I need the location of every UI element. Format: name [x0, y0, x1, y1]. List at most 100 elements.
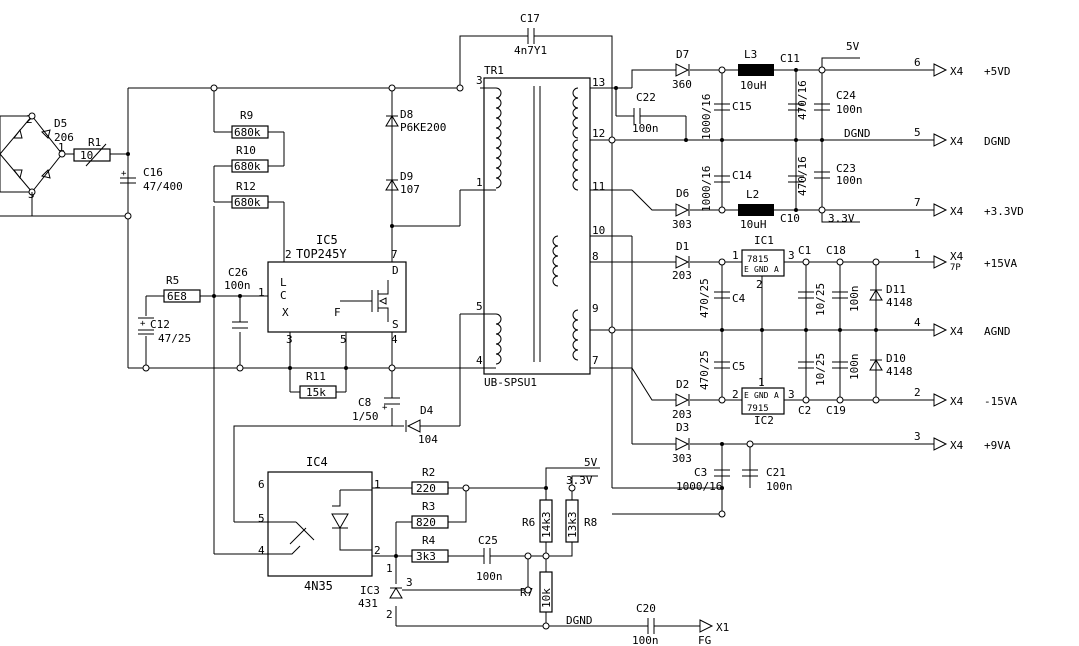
svg-text:X4: X4: [950, 325, 964, 338]
ic3-value: 431: [358, 597, 378, 610]
svg-text:+15VA: +15VA: [984, 257, 1017, 270]
tr1-pin-13: 13: [592, 76, 605, 89]
c19-value: 100n: [848, 354, 861, 381]
tr1-pin-4: 4: [476, 354, 483, 367]
c4-label: C4: [732, 292, 746, 305]
secondary-diodes: D7 360 D6 303 D1 203 D2 203 D3 303: [672, 48, 692, 465]
c8-label: C8: [358, 396, 371, 409]
ic5-wiring: [145, 88, 480, 427]
c11-value: 470/16: [796, 80, 809, 120]
d8-value: P6KE200: [400, 121, 446, 134]
r7-value: 10k: [540, 588, 553, 608]
d5-pin-2: 2: [26, 113, 33, 126]
d5-label: D5: [54, 117, 67, 130]
c24-label: C24: [836, 89, 856, 102]
r12-value: 680k: [234, 196, 261, 209]
svg-text:X4: X4: [950, 395, 964, 408]
tr1-pin-9: 9: [592, 302, 599, 315]
c15-value: 1000/16: [700, 94, 713, 140]
r4-value: 3k3: [416, 550, 436, 563]
d9-value: 107: [400, 183, 420, 196]
svg-text:X4: X4: [950, 205, 964, 218]
r1-label: R1: [88, 136, 101, 149]
svg-text:E: E: [744, 391, 749, 400]
svg-text:3: 3: [914, 430, 921, 443]
output-9va: 3X4+9VA: [914, 430, 1011, 452]
c14-value: 1000/16: [700, 166, 713, 212]
transformer-tr1: 3 1 5 4 13 12 11 10 8 9 7 TR1 UB-SPSU1: [476, 64, 605, 389]
r5-value: 6E8: [167, 290, 187, 303]
svg-text:GND: GND: [754, 265, 769, 274]
svg-text:1: 1: [758, 376, 765, 389]
svg-text:+: +: [382, 403, 388, 413]
c26-label: C26: [228, 266, 248, 279]
tr1-pin-3: 3: [476, 74, 483, 87]
svg-text:GND: GND: [754, 391, 769, 400]
resistor-r1: R1 10: [73, 136, 111, 167]
d2-value: 203: [672, 408, 692, 421]
ic5-label: IC5: [316, 233, 338, 247]
svg-text:2: 2: [285, 248, 292, 261]
svg-text:C: C: [280, 289, 287, 302]
c3-value: 1000/16: [676, 480, 722, 493]
svg-text:2: 2: [756, 278, 763, 291]
c24-value: 100n: [836, 103, 863, 116]
net-3v3-fb: 3.3V: [566, 474, 593, 487]
d3-value: 303: [672, 452, 692, 465]
svg-text:5: 5: [258, 512, 265, 525]
svg-text:6: 6: [914, 56, 921, 69]
d1-value: 203: [672, 269, 692, 282]
l2-value: 10uH: [740, 218, 767, 231]
svg-text:X4: X4: [950, 439, 964, 452]
capacitor-c17: C17 4n7Y1: [459, 12, 613, 488]
d5-pin-1: 1: [58, 141, 65, 154]
svg-text:1: 1: [374, 478, 381, 491]
capacitor-c16: + C16 47/400: [120, 166, 183, 193]
svg-text:-15VA: -15VA: [984, 395, 1017, 408]
capacitor-c22: C22 100n: [632, 91, 659, 135]
ic4-value: 4N35: [304, 579, 333, 593]
svg-text:4: 4: [258, 544, 265, 557]
r11-label: R11: [306, 370, 326, 383]
c12-label: C12: [150, 318, 170, 331]
svg-text:7: 7: [391, 248, 398, 261]
feedback-wiring: [213, 206, 700, 627]
d11-label: D11: [886, 283, 906, 296]
d5-value: 206: [54, 131, 74, 144]
r6-value: 14k3: [540, 512, 553, 539]
c16-label: C16: [143, 166, 163, 179]
c4-value: 470/25: [698, 278, 711, 318]
d11-value: 4148: [886, 296, 913, 309]
c10-value: 470/16: [796, 156, 809, 196]
svg-text:2: 2: [386, 608, 393, 621]
svg-text:X: X: [282, 306, 289, 319]
c25-label: C25: [478, 534, 498, 547]
c19-label: C19: [826, 404, 846, 417]
svg-text:D: D: [392, 264, 399, 277]
c20-label: C20: [636, 602, 656, 615]
svg-text:1: 1: [914, 248, 921, 261]
svg-text:E: E: [744, 265, 749, 274]
r8-value: 13k3: [566, 512, 579, 539]
c25-value: 100n: [476, 570, 503, 583]
tr1-pin-10: 10: [592, 224, 605, 237]
capacitor-c26: C26 100n: [224, 266, 251, 329]
tr1-pin-11: 11: [592, 180, 605, 193]
svg-text:3: 3: [406, 576, 413, 589]
svg-text:F: F: [334, 306, 341, 319]
inductors: L3 10uH L2 10uH C11 C10: [738, 48, 800, 231]
d10-label: D10: [886, 352, 906, 365]
r11-value: 15k: [306, 386, 326, 399]
d6-label: D6: [676, 187, 689, 200]
c5-value: 470/25: [698, 350, 711, 390]
ic4-label: IC4: [306, 455, 328, 469]
c1-value: 10/25: [814, 283, 827, 316]
r1-value: 10: [80, 149, 93, 162]
c21-value: 100n: [766, 480, 793, 493]
output-5vd: 6X4+5VD: [914, 56, 1011, 78]
svg-text:+5VD: +5VD: [984, 65, 1011, 78]
c22-label: C22: [636, 91, 656, 104]
